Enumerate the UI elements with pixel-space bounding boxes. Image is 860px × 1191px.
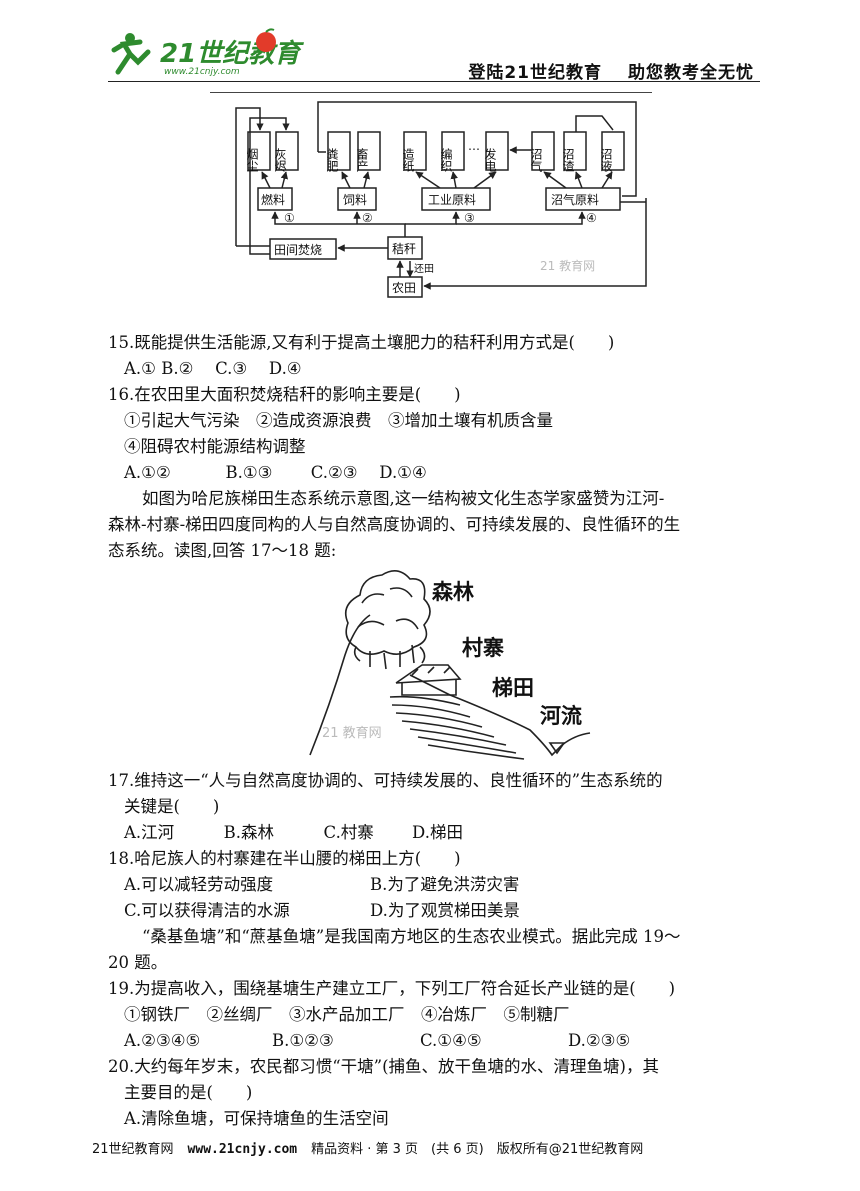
intro19-line1: “桑基鱼塘”和“蔗基鱼塘”是我国南方地区的生态农业模式。据此完成 19～ (142, 927, 681, 946)
question-17: 17.维持这一“人与自然高度协调的、可持续发展的、良性循环的”生态系统的 关键是… (108, 768, 663, 846)
box-huijin: 灰烬 (273, 148, 287, 172)
intro-17-18: 如图为哈尼族梯田生态系统示意图,这一结构被文化生态学家盛赞为江河- 森林-村寨-… (108, 486, 680, 564)
intro-19-20: “桑基鱼塘”和“蔗基鱼塘”是我国南方地区的生态农业模式。据此完成 19～ 20 … (108, 924, 680, 976)
logo-text: 21世纪教育 (160, 39, 304, 69)
q16-line1: ①引起大气污染 ②造成资源浪费 ③增加土壤有机质含量 (124, 411, 553, 430)
num-3: ③ (464, 211, 475, 225)
label-terrace: 梯田 (492, 676, 534, 700)
q18-opt-c: C.可以获得清洁的水源 (124, 901, 290, 920)
box-zaozhi: 造纸 (401, 148, 415, 173)
q20-stem2: 主要目的是( ) (124, 1083, 253, 1102)
intro17-line3: 态系统。读图,回答 17～18 题: (108, 541, 337, 560)
intro19-line2: 20 题。 (108, 953, 168, 972)
box-field-burning: 田间焚烧 (274, 243, 322, 257)
footer-url[interactable]: www.21cnjy.com (187, 1142, 298, 1157)
q19-opt-c: C.①④⑤ (420, 1031, 482, 1050)
box-xuchan: 畜产 (355, 147, 369, 173)
box-zhaozha: 沼渣 (561, 148, 575, 172)
watermark-1: 21 教育网 (540, 258, 595, 273)
footer-page: 精品资料 · 第 3 页 (共 6 页) (311, 1142, 484, 1157)
question-19: 19.为提高收入，围绕基塘生产建立工厂，下列工厂符合延长产业链的是( ) ①钢铁… (108, 976, 675, 1054)
q18-opt-d: D.为了观赏梯田美景 (370, 901, 520, 920)
intro17-line1: 如图为哈尼族梯田生态系统示意图,这一结构被文化生态学家盛赞为江河- (142, 489, 665, 508)
figure-top-rule (210, 92, 652, 93)
q16-line2: ④阻碍农村能源结构调整 (124, 437, 306, 456)
label-forest: 森林 (432, 580, 474, 604)
q19-opt-b: B.①②③ (272, 1031, 334, 1050)
q18-opt-a: A.可以减轻劳动强度 (124, 875, 274, 894)
q17-stem2: 关键是( ) (124, 797, 220, 816)
straw-usage-diagram: 烟尘 灰烬 粪肥 畜产 造纸 编织 … 发电 沼气 沼渣 沼液 燃料 饲料 工业… (235, 101, 647, 298)
page-footer: 21世纪教育网 www.21cnjy.com 精品资料 · 第 3 页 (共 6 页… (92, 1138, 643, 1157)
box-yanchen: 烟尘 (245, 148, 259, 172)
box-biogas-material: 沼气原料 (551, 192, 599, 207)
box-fuel: 燃料 (261, 192, 285, 207)
header-rule (108, 81, 760, 82)
box-bianzhi: 编织 (439, 147, 453, 172)
q19-opt-d: D.②③⑤ (568, 1031, 631, 1050)
box-feed: 饲料 (343, 193, 367, 207)
num-1: ① (284, 211, 295, 225)
q15-stem: 15.既能提供生活能源,又有利于提高土壤肥力的秸秆利用方式是( ) (108, 333, 615, 352)
river-marker (548, 742, 566, 755)
page-header: 21世纪教育 www.21cnjy.com 登陆21世纪教育 助您教考全无忧 (108, 28, 760, 84)
footer-copyright: 版权所有@21世纪教育网 (496, 1142, 644, 1157)
q19-line1: ①钢铁厂 ②丝绸厂 ③水产品加工厂 ④冶炼厂 ⑤制糖厂 (124, 1005, 570, 1024)
terraces (389, 695, 525, 760)
header-slogan: 登陆21世纪教育 助您教考全无忧 (442, 58, 754, 83)
q18-stem: 18.哈尼族人的村寨建在半山腰的梯田上方( ) (108, 849, 461, 868)
watermark-2: 21 教育网 (322, 725, 382, 741)
hani-terrace-diagram: 森林 村寨 梯田 河流 21 教育网 (309, 570, 591, 760)
q16-stem: 16.在农田里大面积焚烧秸秆的影响主要是( ) (108, 385, 461, 404)
intro17-line2: 森林-村寨-梯田四度同构的人与自然高度协调的、可持续发展的、良性循环的生 (108, 515, 681, 534)
q19-opt-a: A.②③④⑤ (124, 1031, 201, 1050)
box-ellipsis: … (468, 139, 480, 153)
slogan-right: 助您教考全无忧 (628, 63, 754, 83)
q17-options: A.江河 B.森林 C.村寨 D.梯田 (124, 823, 463, 842)
slogan-left: 登陆21世纪教育 (468, 63, 602, 83)
q18-opt-b: B.为了避免洪涝灾害 (370, 875, 520, 894)
q20-stem1: 20.大约每年岁末，农民都习惯“干塘”(捕鱼、放干鱼塘的水、清理鱼塘)，其 (108, 1057, 659, 1076)
q16-options: A.①② B.①③ C.②③ D.①④ (124, 463, 427, 482)
logo: 21世纪教育 www.21cnjy.com (111, 28, 304, 77)
num-2: ② (362, 211, 373, 225)
q19-stem: 19.为提高收入，围绕基塘生产建立工厂，下列工厂符合延长产业链的是( ) (108, 979, 676, 998)
village-house (395, 664, 462, 696)
num-4: ④ (586, 211, 597, 225)
logo-url: www.21cnjy.com (164, 67, 240, 77)
runner-icon (111, 33, 151, 75)
label-return: 还田 (414, 263, 434, 275)
box-zhaoqi: 沼气 (529, 148, 543, 172)
question-15: 15.既能提供生活能源,又有利于提高土壤肥力的秸秆利用方式是( ) A.① B.… (108, 330, 614, 382)
box-zhaoye: 沼液 (599, 148, 613, 172)
box-fadian: 发电 (483, 147, 497, 172)
box-farmland: 农田 (392, 281, 416, 295)
footer-site: 21世纪教育网 (92, 1142, 174, 1157)
forest-trees (344, 570, 431, 670)
box-fenfei: 粪肥 (325, 148, 339, 172)
question-20: 20.大约每年岁末，农民都习惯“干塘”(捕鱼、放干鱼塘的水、清理鱼塘)，其 主要… (108, 1054, 659, 1132)
q15-options: A.① B.② C.③ D.④ (124, 359, 302, 378)
box-straw: 秸秆 (392, 242, 416, 256)
apple-icon (256, 28, 276, 52)
top-box-labels: 烟尘 灰烬 粪肥 畜产 造纸 编织 … 发电 沼气 沼渣 沼液 (245, 139, 613, 173)
q17-stem1: 17.维持这一“人与自然高度协调的、可持续发展的、良性循环的”生态系统的 (108, 771, 663, 790)
box-industrial: 工业原料 (428, 193, 476, 207)
q20-opt-a: A.清除鱼塘，可保持塘鱼的生活空间 (124, 1109, 389, 1128)
question-18: 18.哈尼族人的村寨建在半山腰的梯田上方( ) A.可以减轻劳动强度 B.为了避免… (108, 846, 520, 924)
label-river: 河流 (540, 704, 582, 728)
question-16: 16.在农田里大面积焚烧秸秆的影响主要是( ) ①引起大气污染 ②造成资源浪费 … (108, 382, 553, 486)
label-village: 村寨 (462, 636, 504, 660)
